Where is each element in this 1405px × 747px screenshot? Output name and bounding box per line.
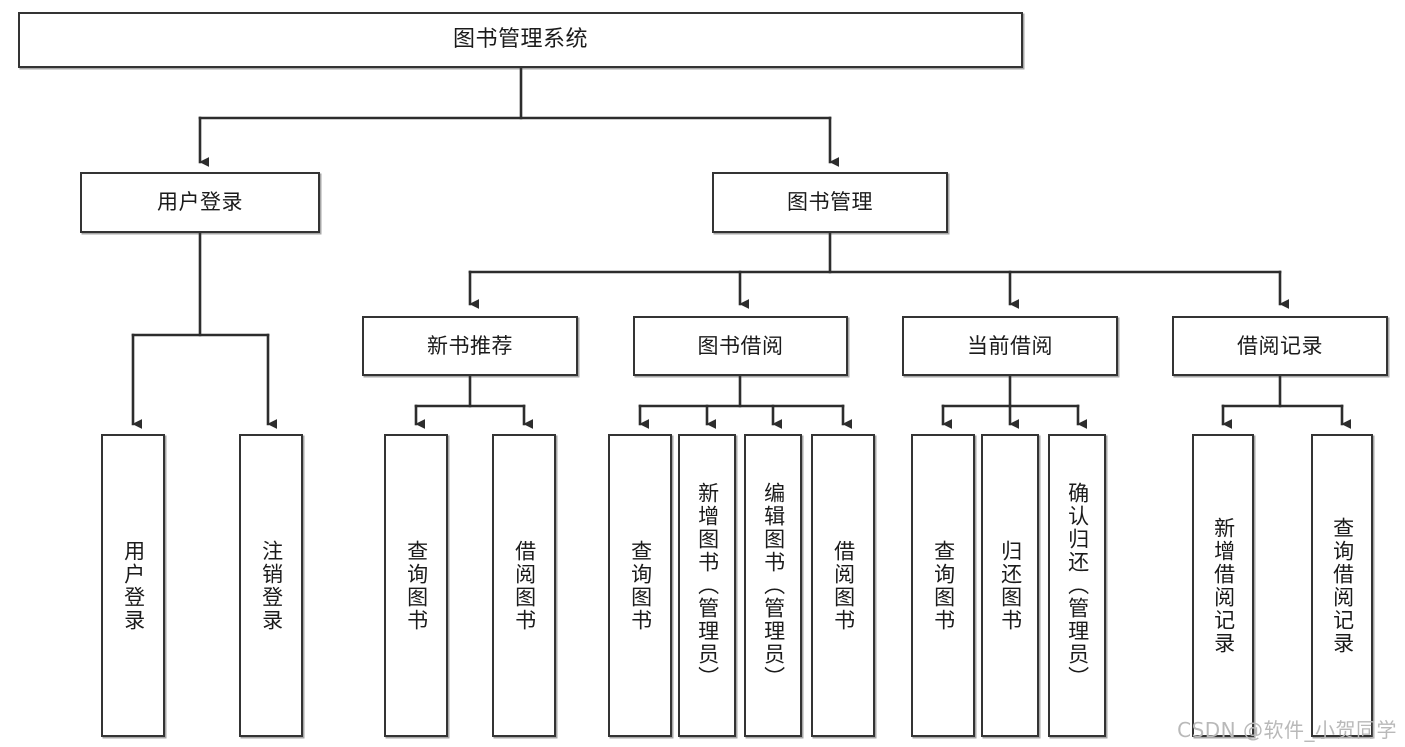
node-label: 查询图书: [404, 539, 429, 632]
node-user-login[interactable]: 用户登录: [80, 172, 320, 233]
node-label: 编辑图书（管理员）: [761, 482, 786, 689]
node-label: 用户登录: [121, 539, 146, 632]
leaf-borrow-book-recommend[interactable]: 借阅图书: [492, 434, 556, 737]
node-label: 新增图书（管理员）: [695, 482, 720, 689]
leaf-borrow-book-borrow[interactable]: 借阅图书: [811, 434, 875, 737]
node-label: 借阅图书: [831, 539, 856, 632]
node-book-management[interactable]: 图书管理: [712, 172, 948, 233]
node-label: 用户登录: [157, 190, 243, 215]
node-label: 图书管理: [787, 190, 873, 215]
leaf-user-login[interactable]: 用户登录: [101, 434, 165, 737]
node-label: 借阅图书: [512, 539, 537, 632]
node-label: 新书推荐: [427, 333, 513, 358]
node-book-borrow[interactable]: 图书借阅: [633, 316, 848, 376]
leaf-logout-login[interactable]: 注销登录: [239, 434, 303, 737]
node-label: 查询借阅记录: [1330, 516, 1355, 655]
node-label: 图书借阅: [697, 333, 784, 358]
leaf-query-borrow-record[interactable]: 查询借阅记录: [1311, 434, 1373, 737]
leaf-add-borrow-record[interactable]: 新增借阅记录: [1192, 434, 1254, 737]
node-label: 新增借阅记录: [1211, 516, 1236, 655]
leaf-edit-book-admin[interactable]: 编辑图书（管理员）: [744, 434, 802, 737]
node-new-book-recommend[interactable]: 新书推荐: [362, 316, 578, 376]
leaf-query-book-borrow[interactable]: 查询图书: [608, 434, 672, 737]
node-label: 查询图书: [931, 539, 956, 632]
node-label: 确认归还（管理员）: [1065, 482, 1090, 689]
node-label: 注销登录: [259, 539, 284, 632]
node-current-borrow[interactable]: 当前借阅: [902, 316, 1118, 376]
node-label: 归还图书: [998, 539, 1023, 632]
leaf-query-book-recommend[interactable]: 查询图书: [384, 434, 448, 737]
csdn-watermark: CSDN @软件_小贺同学: [1177, 718, 1397, 742]
leaf-confirm-return-admin[interactable]: 确认归还（管理员）: [1048, 434, 1106, 737]
leaf-add-book-admin[interactable]: 新增图书（管理员）: [678, 434, 736, 737]
leaf-query-book-current[interactable]: 查询图书: [911, 434, 975, 737]
leaf-return-book[interactable]: 归还图书: [981, 434, 1039, 737]
node-root-book-management-system[interactable]: 图书管理系统: [18, 12, 1023, 68]
node-borrow-record[interactable]: 借阅记录: [1172, 316, 1388, 376]
node-label: 查询图书: [628, 539, 653, 632]
node-label: 当前借阅: [967, 333, 1053, 358]
node-label: 图书管理系统: [452, 27, 588, 53]
node-label: 借阅记录: [1237, 333, 1323, 358]
